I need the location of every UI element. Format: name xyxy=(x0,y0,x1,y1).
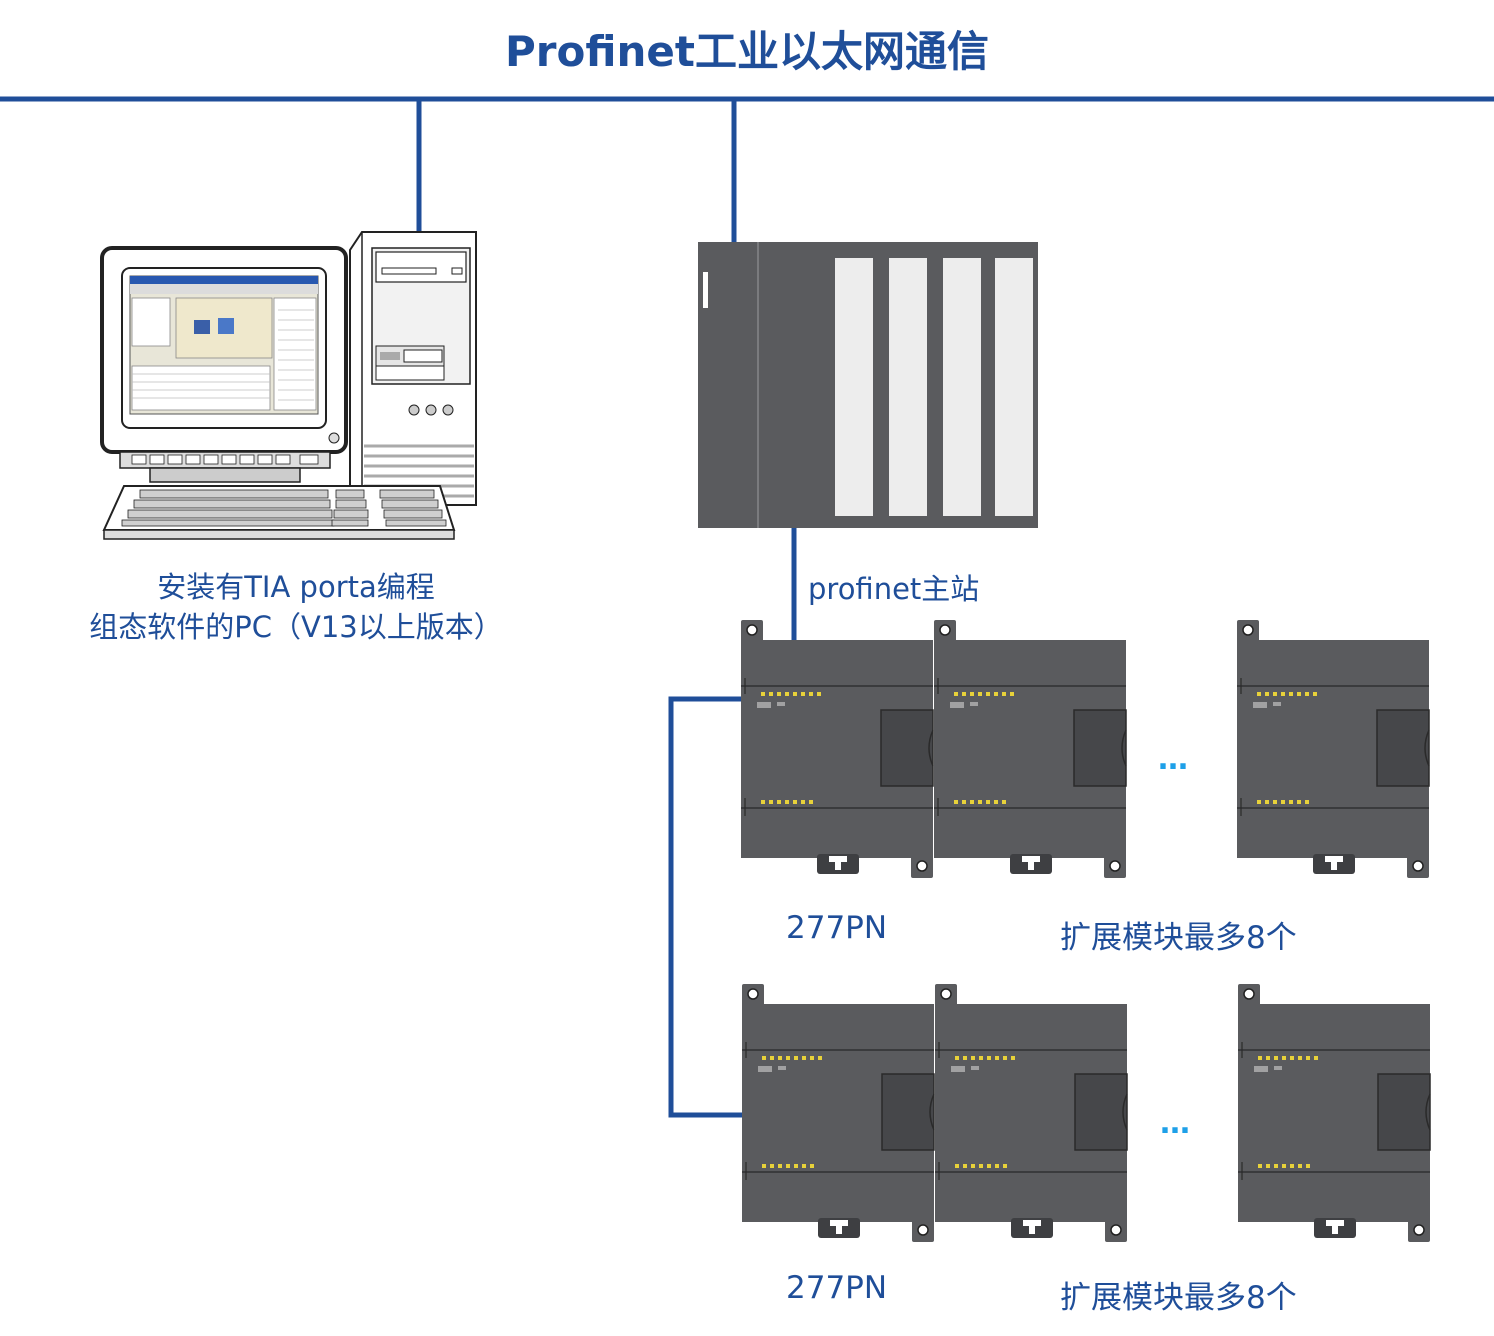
pc-tower xyxy=(349,231,477,506)
expansion-module-last-row1 xyxy=(1236,619,1430,879)
module-ring-line xyxy=(668,696,744,1118)
pc-label-line2: 组态软件的PC（V13以上版本） xyxy=(89,610,503,644)
module-label-row1: 277PN xyxy=(786,910,888,946)
module-label-row2: 277PN xyxy=(786,1270,888,1306)
ellipsis-row1: … xyxy=(1158,742,1190,777)
expansion-module-last-row2 xyxy=(1237,983,1431,1243)
module-277pn-row2 xyxy=(741,983,935,1243)
expansion-label-row1: 扩展模块最多8个 xyxy=(1060,920,1297,956)
module-277pn-row1 xyxy=(740,619,934,879)
profinet-master-rack xyxy=(698,242,1038,528)
pc-keyboard xyxy=(102,485,456,540)
expansion-label-row2: 扩展模块最多8个 xyxy=(1060,1280,1297,1316)
pc-monitor xyxy=(100,246,348,483)
ellipsis-row2: … xyxy=(1160,1106,1192,1141)
master-label: profinet主站 xyxy=(808,572,980,606)
diagram-title: Profinet工业以太网通信 xyxy=(505,27,989,76)
expansion-module-row1 xyxy=(933,619,1127,879)
expansion-module-row2 xyxy=(934,983,1128,1243)
pc-label-line1: 安装有TIA porta编程 xyxy=(157,570,435,604)
